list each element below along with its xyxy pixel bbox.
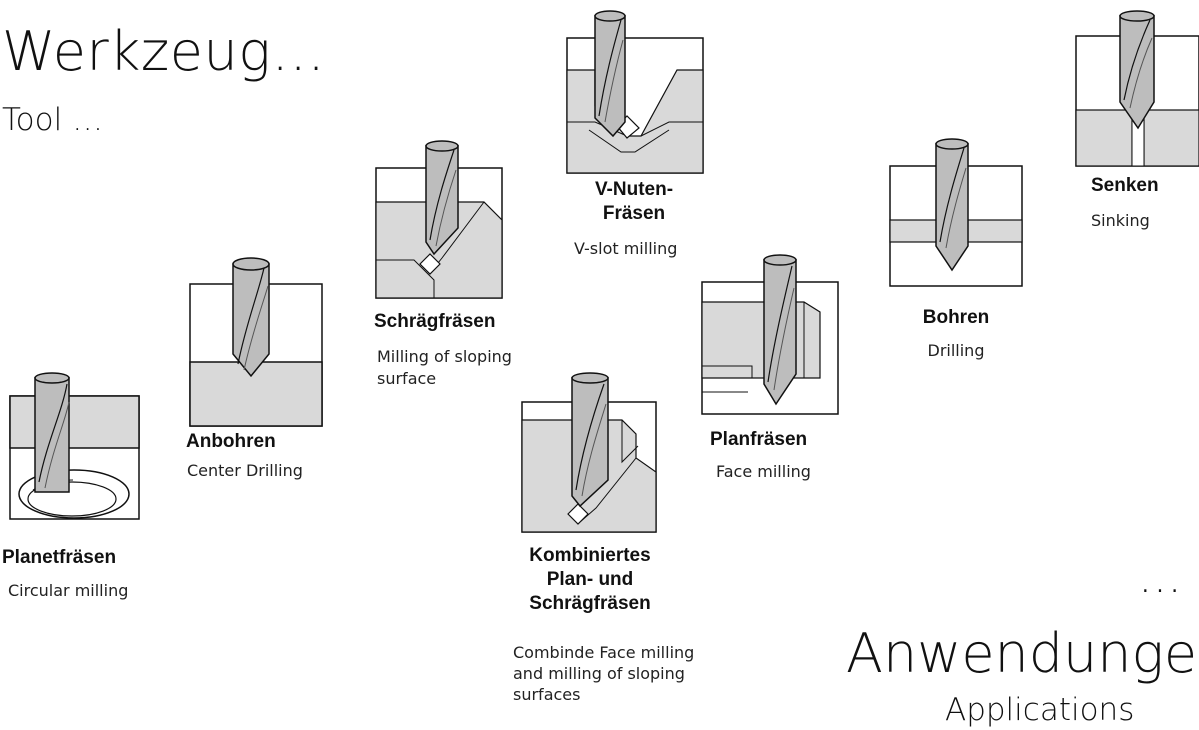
label-en-komb: Combinde Face milling and milling of slo… [513,643,695,704]
label-de-komb: Kombiniertes Plan- und Schrägfräsen [529,545,651,614]
page-title: Werkzeug… [2,20,326,83]
face-milling-figure [701,254,839,415]
label-de-schraeg: Schrägfräsen [374,311,496,332]
label-en-anbohren: Center Drilling [187,461,303,480]
center-drilling-figure [189,257,323,427]
circular-milling-figure [9,372,140,520]
sloping-milling-figure [375,140,503,299]
label-de-bohren: Bohren [922,307,990,328]
drilling-figure [889,138,1023,287]
footer-subtitle: Applications [945,692,1135,728]
label-en-senken: Sinking [1091,211,1150,230]
label-en-plan: Face milling [716,462,811,481]
label-en-planet: Circular milling [8,581,129,600]
label-de-senken: Senken [1091,175,1159,196]
label-de-vnut: V-Nuten-Fräsen [594,179,674,224]
label-en-vnut: V-slot milling [574,239,678,258]
sinking-figure [1075,10,1199,167]
label-de-anbohren: Anbohren [186,431,276,452]
label-en-bohren: Drilling [927,341,985,360]
footer-ellipsis: … [1138,552,1182,603]
label-de-planet: Planetfräsen [2,547,117,568]
label-en-schraeg: Milling of sloping surface [377,347,512,388]
v-slot-milling-figure [566,10,704,174]
label-de-plan: Planfräsen [710,429,808,450]
combined-milling-figure [521,372,657,533]
footer-title: Anwendunge [846,622,1198,685]
page-subtitle: Tool … [2,102,104,138]
